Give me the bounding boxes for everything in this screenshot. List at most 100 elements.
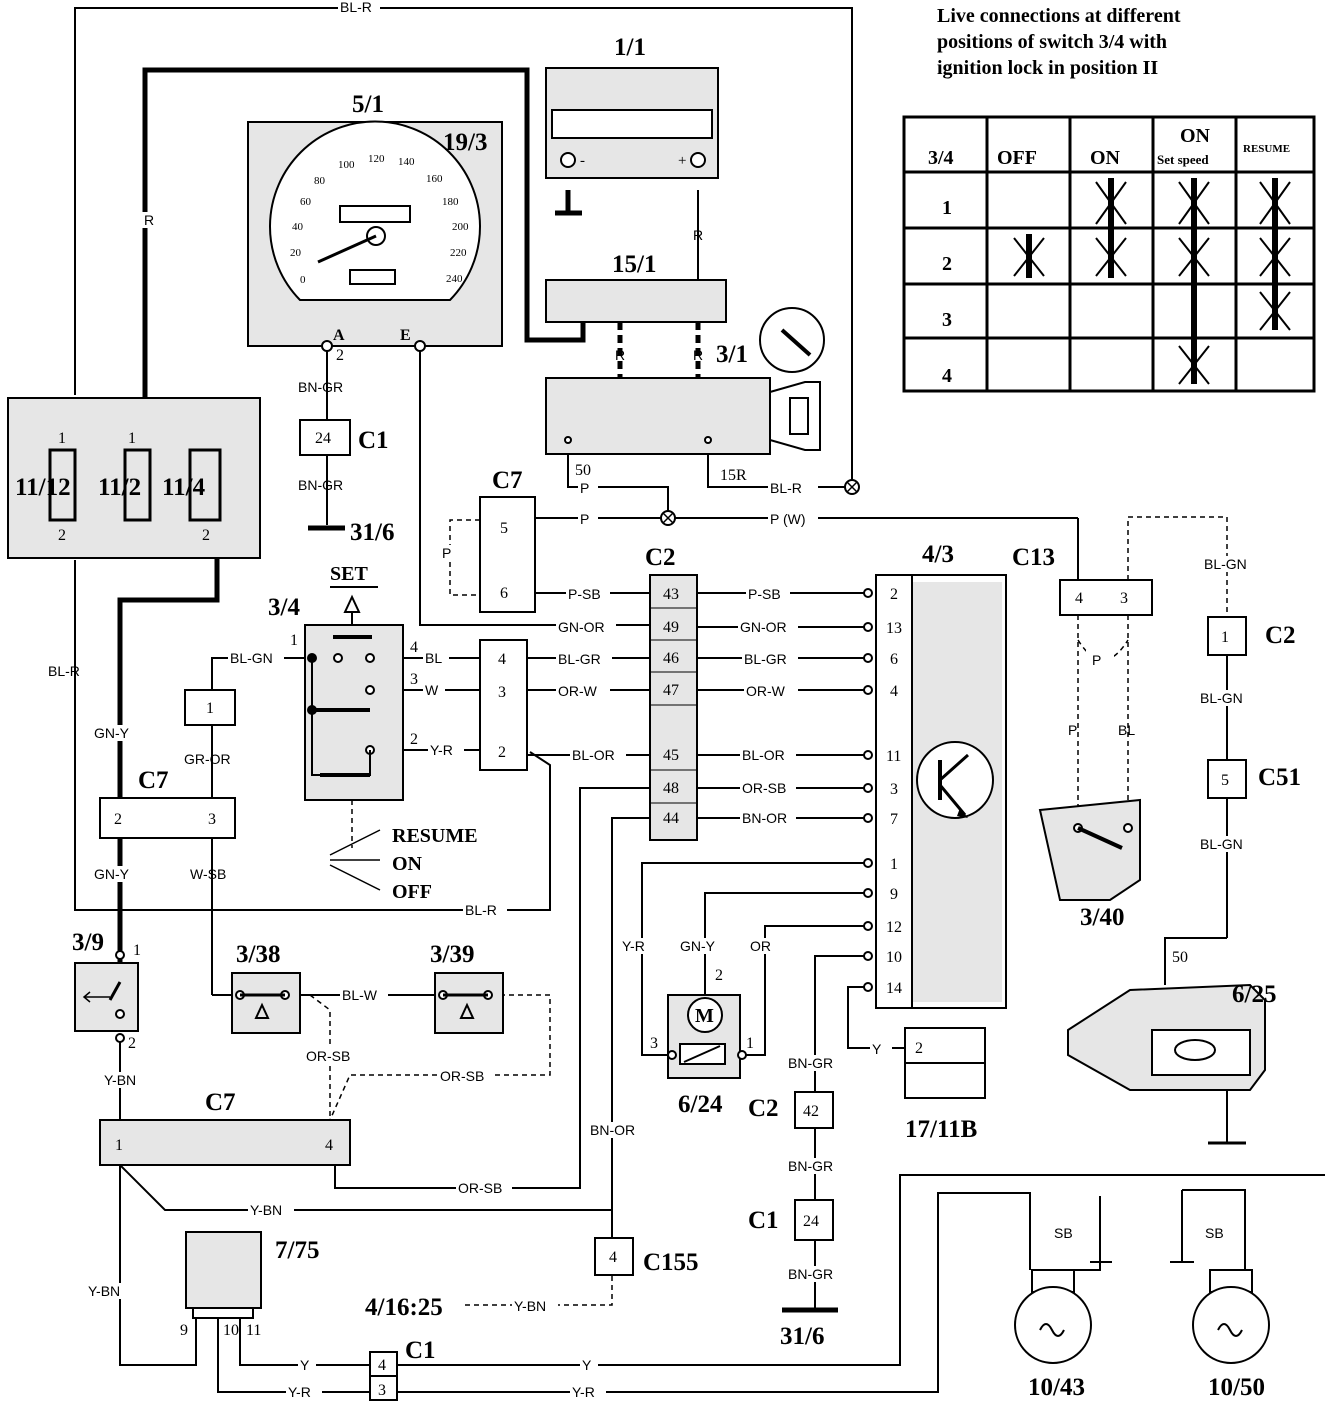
svg-text:3: 3 — [1120, 590, 1128, 607]
svg-text:P-SB: P-SB — [568, 586, 601, 602]
svg-text:6: 6 — [500, 585, 508, 602]
svg-text:OR-W: OR-W — [746, 683, 786, 699]
svg-text:1: 1 — [133, 942, 141, 959]
svg-text:0: 0 — [300, 274, 306, 286]
svg-text:43: 43 — [663, 586, 679, 603]
svg-text:220: 220 — [450, 247, 467, 259]
svg-text:100: 100 — [338, 159, 355, 171]
svg-text:BN-GR: BN-GR — [788, 1055, 833, 1071]
note-line-3: ignition lock in position II — [937, 57, 1158, 79]
svg-text:140: 140 — [398, 156, 415, 168]
svg-text:20: 20 — [290, 247, 302, 259]
svg-text:E: E — [400, 327, 411, 344]
svg-text:BL-GR: BL-GR — [744, 651, 787, 667]
svg-text:4: 4 — [378, 1357, 386, 1374]
svg-text:OR-SB: OR-SB — [742, 780, 786, 796]
relay-block-11: 11/12 11/2 11/4 1 1 2 2 — [7, 397, 261, 559]
label-3-1: 3/1 — [716, 341, 748, 368]
connector-c2-right: 1 C2 — [1207, 616, 1296, 656]
svg-text:BL-R: BL-R — [465, 902, 497, 918]
svg-text:BL-GN: BL-GN — [1204, 556, 1247, 572]
svg-text:3: 3 — [498, 684, 506, 701]
svg-text:7: 7 — [890, 811, 898, 828]
connector-c2: C2 43 49 46 47 45 48 44 — [645, 544, 698, 841]
relay-7-75: 7/75 9 10 11 — [180, 1231, 319, 1339]
svg-text:W: W — [425, 682, 439, 698]
svg-text:P: P — [580, 511, 589, 527]
svg-text:R: R — [615, 347, 625, 363]
svg-text:4: 4 — [325, 1137, 333, 1154]
svg-text:C2: C2 — [1265, 622, 1296, 649]
connector-17-11b: 2 17/11B — [904, 1027, 986, 1143]
svg-text:1: 1 — [206, 700, 214, 717]
svg-text:BL-OR: BL-OR — [572, 747, 615, 763]
svg-text:GN-OR: GN-OR — [740, 619, 787, 635]
table-row-3: 3 — [942, 309, 952, 331]
svg-text:Y: Y — [872, 1041, 882, 1057]
label-10-43: 10/43 — [1028, 1374, 1085, 1401]
svg-text:9: 9 — [180, 1322, 188, 1339]
svg-text:GN-Y: GN-Y — [680, 938, 716, 954]
svg-text:1: 1 — [746, 1035, 754, 1052]
svg-text:1: 1 — [290, 632, 298, 649]
svg-text:A: A — [333, 327, 345, 344]
svg-text:47: 47 — [663, 682, 679, 699]
svg-text:Y-BN: Y-BN — [250, 1202, 282, 1218]
note-line-1: Live connections at different — [937, 5, 1181, 27]
label-10-50: 10/50 — [1208, 1374, 1265, 1401]
label-6-24: 6/24 — [678, 1091, 723, 1118]
label-31-6-bottom: 31/6 — [780, 1323, 824, 1350]
wire-labels: BL-R R R R R BN-GR BN-GR BL-R GN-Y GR-OR… — [48, 0, 1254, 1400]
svg-text:13: 13 — [886, 620, 902, 637]
table-header-on: ON — [1090, 147, 1121, 169]
svg-text:2: 2 — [915, 1040, 923, 1057]
table-header-resume: RESUME — [1243, 143, 1290, 155]
svg-text:SB: SB — [1205, 1225, 1224, 1241]
svg-text:GN-OR: GN-OR — [558, 619, 605, 635]
svg-text:2: 2 — [58, 527, 66, 544]
connector-c51: 5 C51 — [1207, 759, 1301, 799]
svg-text:24: 24 — [803, 1213, 819, 1230]
label-31-6-top: 31/6 — [350, 519, 394, 546]
module-pin-terminals — [863, 588, 873, 992]
switch-3-39: 3/39 — [430, 941, 504, 1034]
svg-text:3: 3 — [378, 1382, 386, 1399]
svg-text:50: 50 — [575, 462, 591, 479]
svg-text:P: P — [442, 545, 451, 561]
label-3-38: 3/38 — [236, 941, 280, 968]
svg-text:BL-GN: BL-GN — [1200, 836, 1243, 852]
svg-text:3: 3 — [410, 671, 418, 688]
svg-text:C7: C7 — [205, 1089, 236, 1116]
svg-text:2: 2 — [128, 1035, 136, 1052]
control-module-4-3: 4/3 2 13 6 4 11 3 7 1 9 12 10 14 — [863, 541, 1007, 1009]
label-1-1: 1/1 — [614, 34, 646, 61]
svg-text:R: R — [144, 212, 154, 228]
label-set: SET — [330, 563, 368, 585]
svg-text:40: 40 — [292, 221, 304, 233]
connector-c7-bottom: 1 4 C7 — [99, 1089, 351, 1166]
svg-text:BL: BL — [1118, 722, 1135, 738]
svg-text:44: 44 — [663, 810, 679, 827]
svg-text:60: 60 — [300, 196, 312, 208]
svg-text:BN-OR: BN-OR — [742, 810, 787, 826]
svg-text:11: 11 — [886, 748, 901, 765]
svg-text:Y-R: Y-R — [622, 938, 645, 954]
module-pin-labels: 2 13 6 4 11 3 7 1 9 12 10 14 — [886, 586, 902, 997]
svg-text:BN-GR: BN-GR — [298, 379, 343, 395]
label-3-4: 3/4 — [268, 594, 300, 621]
label-off: OFF — [392, 881, 432, 903]
label-6-25: 6/25 — [1232, 981, 1276, 1008]
svg-text:48: 48 — [663, 780, 679, 797]
switch-3-38: 3/38 — [231, 941, 301, 1034]
svg-text:C155: C155 — [643, 1249, 699, 1276]
motor-6-24: M 2 3 1 6/24 — [650, 967, 754, 1118]
svg-text:GR-OR: GR-OR — [184, 751, 231, 767]
svg-text:R: R — [693, 227, 703, 243]
svg-text:P-SB: P-SB — [748, 586, 781, 602]
svg-text:15R: 15R — [720, 467, 747, 484]
svg-text:6: 6 — [890, 651, 898, 668]
svg-text:P: P — [1092, 652, 1101, 668]
svg-text:45: 45 — [663, 747, 679, 764]
battery-1-1: - + 1/1 — [545, 34, 719, 216]
svg-text:10: 10 — [223, 1322, 239, 1339]
